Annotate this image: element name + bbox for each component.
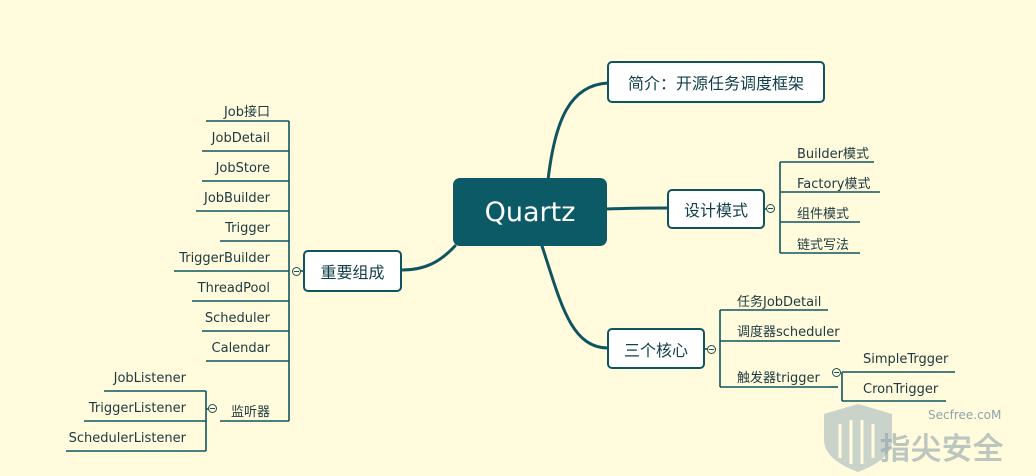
component-triggerbuilder[interactable]: TriggerBuilder [179,251,270,266]
watermark-domain: Secfree.coM [928,408,1002,422]
trigger-collapse-icon[interactable] [832,368,841,377]
connector-components [400,244,457,272]
connector-trigger-items [842,371,955,402]
trigger-simple[interactable]: SimpleTrgger [863,352,949,367]
listener-collapse-icon[interactable] [208,404,217,413]
watermark-name: 指尖安全 [880,432,1004,467]
core-scheduler[interactable]: 调度器scheduler [737,325,840,340]
listener-job[interactable]: JobListener [113,371,186,386]
root-node[interactable]: Quartz [453,178,607,246]
component-threadpool[interactable]: ThreadPool [197,281,270,296]
design-patterns-collapse-icon[interactable] [766,204,775,213]
connector-cores-items [720,309,840,388]
design-pattern-component[interactable]: 组件模式 [797,207,850,222]
connector-design-items [780,161,880,254]
three-cores-node[interactable]: 三个核心 [607,328,705,369]
trigger-cron[interactable]: CronTrigger [863,382,939,397]
connector-design-patterns [604,206,670,211]
design-patterns-node[interactable]: 设计模式 [667,189,765,229]
core-jobdetail[interactable]: 任务JobDetail [737,295,822,310]
intro-node[interactable]: 简介：开源任务调度框架 [607,61,825,103]
listener-scheduler[interactable]: SchedulerListener [68,431,186,446]
component-jobstore[interactable]: JobStore [215,161,270,176]
listener-trigger[interactable]: TriggerListener [88,401,186,416]
connector-intro [546,81,610,182]
component-trigger[interactable]: Trigger [225,221,270,236]
components-collapse-icon[interactable] [292,267,301,276]
listener-node[interactable]: 监听器 [230,405,270,420]
component-calendar[interactable]: Calendar [211,341,270,356]
component-job-interface[interactable]: Job接口 [223,105,270,120]
connector-listener-items [66,390,206,452]
connector-three-cores [540,244,610,350]
core-trigger[interactable]: 触发器trigger [737,371,820,386]
design-pattern-chain[interactable]: 链式写法 [797,238,850,253]
design-pattern-builder[interactable]: Builder模式 [797,147,869,162]
watermark-shield-icon [824,404,892,472]
component-jobbuilder[interactable]: JobBuilder [203,191,270,206]
connector-components-items [174,120,289,422]
components-node[interactable]: 重要组成 [303,250,402,292]
three-cores-collapse-icon[interactable] [707,345,716,354]
component-jobdetail[interactable]: JobDetail [211,131,270,146]
component-scheduler[interactable]: Scheduler [204,311,270,326]
design-pattern-factory[interactable]: Factory模式 [797,177,871,192]
